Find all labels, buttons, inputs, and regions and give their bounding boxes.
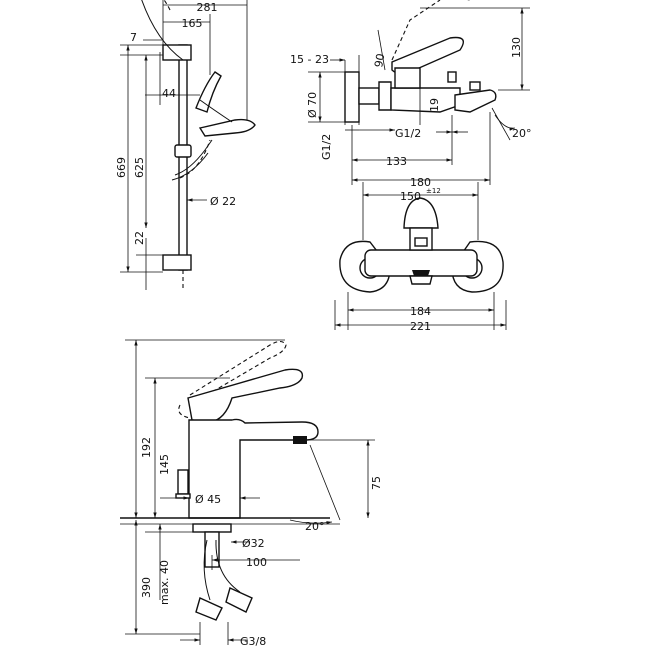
wall-flange: [344, 71, 360, 123]
dim-150-tolerance: ±12: [426, 187, 441, 195]
dim-390: 390: [140, 577, 153, 598]
dim-g12-horizontal: G1/2: [395, 127, 421, 140]
dim-15-23: 15 - 23: [290, 53, 329, 66]
dim-20deg-bath: 20°: [512, 127, 532, 140]
dim-90: 90: [372, 52, 387, 68]
dim-dia-32: Ø32: [242, 537, 265, 550]
shower-set-view: 281 165 7 44 669 625 22 Ø 22: [115, 0, 256, 290]
hand-shower: [195, 71, 256, 137]
dim-165: 165: [182, 17, 203, 30]
dim-dia-22: Ø 22: [210, 195, 236, 208]
dim-281: 281: [197, 1, 218, 14]
dim-221: 221: [410, 320, 431, 333]
dim-g12-vertical: G1/2: [320, 134, 333, 160]
dim-150: 150: [400, 190, 421, 203]
dim-130: 130: [510, 37, 523, 58]
dim-max-40: max. 40: [158, 560, 171, 605]
dim-19: 19: [428, 98, 441, 112]
dim-dia-70: Ø 70: [306, 92, 319, 118]
dim-184: 184: [410, 305, 431, 318]
dim-20deg-basin: 20°: [305, 520, 325, 533]
front-handle: [403, 197, 439, 229]
rail-bottom-bracket: [162, 254, 192, 271]
basin-shank: [192, 523, 232, 533]
mixer-body: [390, 87, 461, 113]
basin-mixer-view: 192 145 Ø 45 75 20° 390 max. 40 Ø32 100 …: [120, 339, 383, 648]
basin-handle: [187, 368, 304, 423]
dim-75: 75: [370, 476, 383, 490]
bath-mixer-side-view: 15 - 23 90 130 Ø 70 19 G1/2 G1/2 20° 133…: [290, 0, 532, 189]
rail-top-bracket: [162, 44, 192, 61]
dim-625: 625: [133, 157, 146, 178]
dim-g38: G3/8: [240, 635, 266, 648]
dim-44: 44: [162, 87, 176, 100]
dim-145: 145: [158, 454, 171, 475]
dim-192: 192: [140, 437, 153, 458]
rail-slider: [174, 144, 192, 158]
dim-133: 133: [386, 155, 407, 168]
dim-22-vertical: 22: [133, 231, 146, 245]
dim-7: 7: [130, 31, 137, 44]
dim-669: 669: [115, 157, 128, 178]
bath-mixer-front-view: 150 ±12 184 221: [334, 182, 507, 333]
dim-180: 180: [410, 176, 431, 189]
dim-100: 100: [246, 556, 267, 569]
dim-dia-45: Ø 45: [195, 493, 221, 506]
